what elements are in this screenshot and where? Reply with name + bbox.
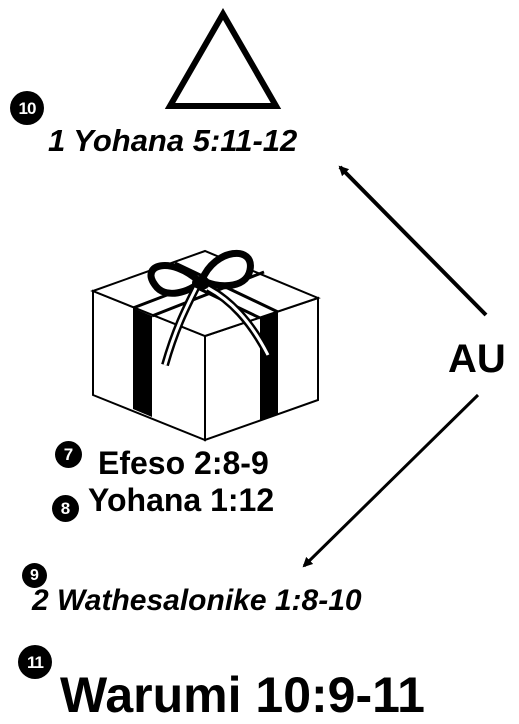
au-label: AU: [448, 337, 506, 381]
reference-1-yohana: 1 Yohana 5:11-12: [48, 123, 298, 158]
reference-wathesalonike: 2 Wathesalonike 1:8-10: [32, 584, 362, 617]
marker-10: 10: [10, 91, 44, 125]
marker-9: 9: [22, 563, 47, 588]
reference-yohana-1: Yohana 1:12: [88, 482, 275, 518]
marker-8: 8: [52, 495, 79, 522]
marker-7: 7: [55, 441, 82, 468]
reference-efeso: Efeso 2:8-9: [98, 445, 269, 481]
reference-warumi: Warumi 10:9-11: [60, 667, 425, 723]
arrow-to-yohana: [338, 165, 488, 317]
triangle-icon: [164, 7, 282, 109]
marker-11: 11: [18, 645, 52, 679]
arrow-to-wathesalonike: [302, 393, 480, 568]
gift-box-icon: [90, 249, 321, 442]
